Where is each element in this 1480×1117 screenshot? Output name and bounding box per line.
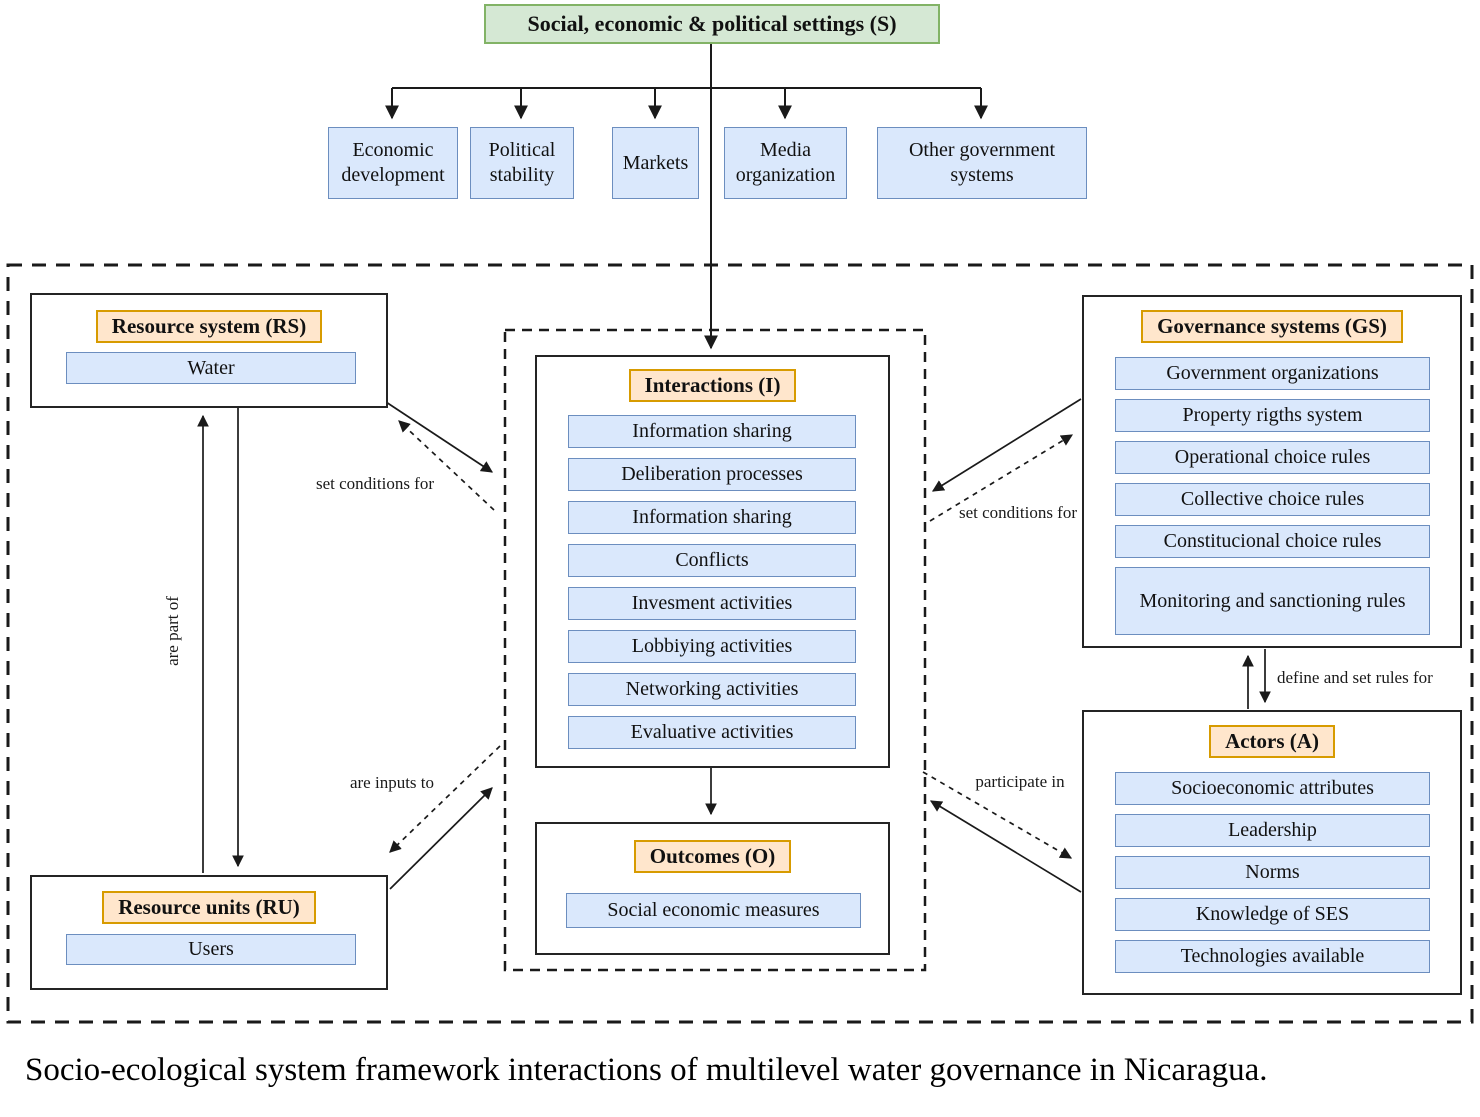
external-system-markets: Markets xyxy=(612,127,699,199)
interaction-item: Invesment activities xyxy=(568,587,856,620)
external-system-political-stability: Political stability xyxy=(470,127,574,199)
interaction-item: Information sharing xyxy=(568,501,856,534)
label-are-inputs-to: are inputs to xyxy=(349,773,435,792)
actor-item: Norms xyxy=(1115,856,1430,889)
interaction-item: Evaluative activities xyxy=(568,716,856,749)
label-define-set-rules: define and set rules for xyxy=(1277,668,1433,687)
governance-item: Operational choice rules xyxy=(1115,441,1430,474)
outcomes-title: Outcomes (O) xyxy=(633,840,792,873)
interactions-title: Interactions (I) xyxy=(628,369,797,402)
settings-box: Social, economic & political settings (S… xyxy=(484,4,940,44)
actors-title: Actors (A) xyxy=(1209,725,1335,758)
label-are-part-of: are part of xyxy=(163,596,182,666)
resource-units-title: Resource units (RU) xyxy=(102,891,316,924)
resource-system-panel: Resource system (RS) Water xyxy=(30,293,388,408)
resource-system-item: Water xyxy=(66,352,356,384)
interactions-panel: Interactions (I) Information sharing Del… xyxy=(535,355,890,768)
interaction-item: Lobbiying activities xyxy=(568,630,856,663)
actor-item: Technologies available xyxy=(1115,940,1430,973)
interaction-item: Networking activities xyxy=(568,673,856,706)
center-to-rs-arrow xyxy=(398,420,495,511)
label-participate-in: participate in xyxy=(975,772,1065,791)
label-set-conditions-right: set conditions for xyxy=(958,503,1078,522)
actor-item: Leadership xyxy=(1115,814,1430,847)
resource-units-item: Users xyxy=(66,934,356,965)
governance-item: Constitucional choice rules xyxy=(1115,525,1430,558)
interaction-item: Information sharing xyxy=(568,415,856,448)
governance-item: Collective choice rules xyxy=(1115,483,1430,516)
actors-to-center-arrow xyxy=(929,800,1082,893)
external-system-economic-development: Economic development xyxy=(328,127,458,199)
outcomes-item: Social economic measures xyxy=(566,893,861,928)
interaction-item: Conflicts xyxy=(568,544,856,577)
external-system-media-organization: Media organization xyxy=(724,127,847,199)
ru-to-center-arrow xyxy=(389,787,493,890)
gs-to-center-arrow xyxy=(931,398,1082,492)
governance-systems-title: Governance systems (GS) xyxy=(1141,310,1403,343)
resource-units-panel: Resource units (RU) Users xyxy=(30,875,388,990)
interaction-item: Deliberation processes xyxy=(568,458,856,491)
rs-to-center-arrow xyxy=(385,401,493,473)
outcomes-panel: Outcomes (O) Social economic measures xyxy=(535,822,890,955)
figure-caption: Socio-ecological system framework intera… xyxy=(25,1052,1268,1088)
governance-item: Property rigths system xyxy=(1115,399,1430,432)
resource-system-title: Resource system (RS) xyxy=(95,310,323,343)
governance-item: Monitoring and sanctioning rules xyxy=(1115,567,1430,635)
actor-item: Socioeconomic attributes xyxy=(1115,772,1430,805)
label-set-conditions-left: set conditions for xyxy=(315,474,435,493)
actor-item: Knowledge of SES xyxy=(1115,898,1430,931)
external-system-other-government: Other government systems xyxy=(877,127,1087,199)
center-to-ru-arrow xyxy=(389,745,501,853)
governance-item: Government organizations xyxy=(1115,357,1430,390)
governance-systems-panel: Governance systems (GS) Government organ… xyxy=(1082,295,1462,648)
actors-panel: Actors (A) Socioeconomic attributes Lead… xyxy=(1082,710,1462,995)
